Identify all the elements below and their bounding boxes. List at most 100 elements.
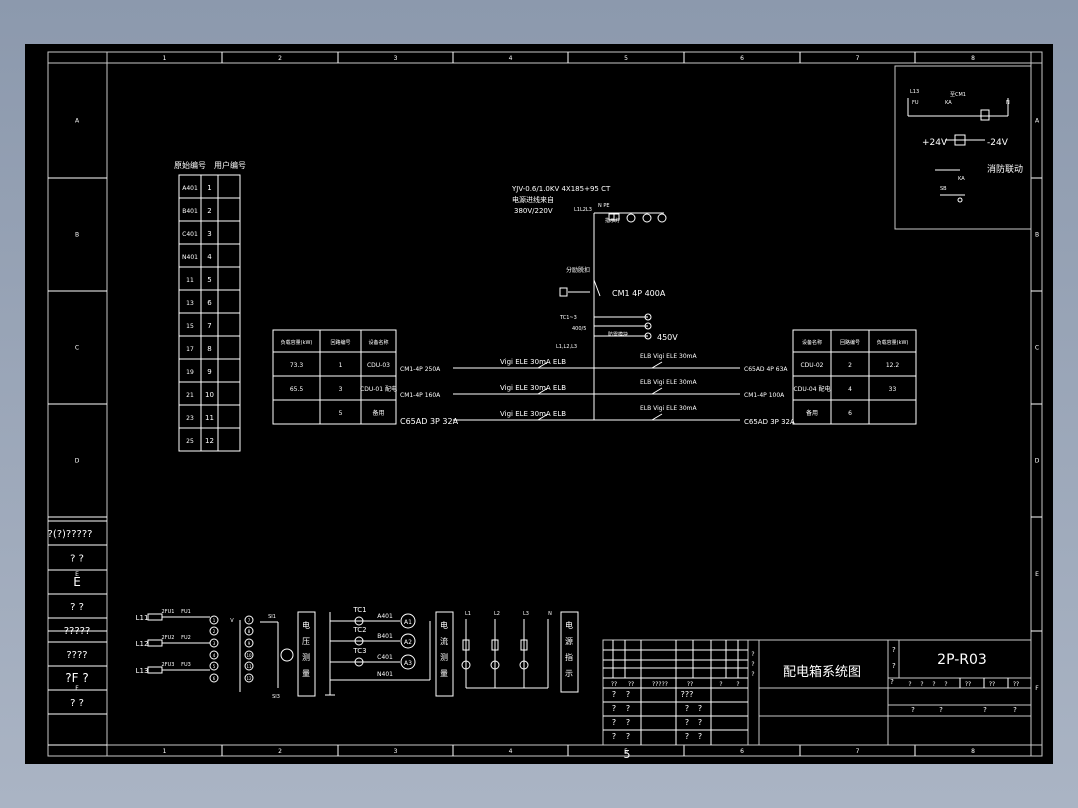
meter-terminal-label: 7 xyxy=(248,618,251,623)
ct-coil xyxy=(354,657,364,667)
load-cell: CDU-03 xyxy=(367,362,390,369)
col-label-top: 8 xyxy=(971,55,975,62)
shunt-trip-coil xyxy=(559,287,568,297)
lightning-label: 防雷模块 xyxy=(608,331,628,338)
row-label-right: F xyxy=(1035,685,1039,692)
meter-terminal-label: 10 xyxy=(246,653,252,658)
col-label-top: 5 xyxy=(624,55,628,62)
switch-top: SI1 xyxy=(268,614,276,620)
load-cell: 65.5 xyxy=(290,386,304,393)
load-header: 负载容量(kW) xyxy=(877,339,909,346)
strip-cell: ?(?)????? xyxy=(48,529,93,540)
title-right-head: ? xyxy=(908,681,911,688)
voltmeter xyxy=(280,648,294,662)
title-head: ?? xyxy=(687,681,693,688)
meter-terminal xyxy=(209,661,219,671)
left-rcd-3: Vigi ELE 30mA ELB xyxy=(500,410,566,418)
col-label-bottom: 3 xyxy=(394,748,398,755)
title-sign: ? xyxy=(612,704,616,713)
cable-spec: YJV-0.6/1.0KV 4X185+95 CT xyxy=(511,185,611,193)
current-box xyxy=(435,611,454,697)
shunt-coil-box xyxy=(980,109,990,121)
control-circuit: L13 N FU KA 至CM1 +24V -24V KA 消防联动 SB xyxy=(894,65,1032,230)
ct-coil xyxy=(354,636,364,646)
right-feeder-1: C65AD 4P 63A xyxy=(744,366,788,373)
indicator-lamp xyxy=(519,660,529,670)
title-sign: ? xyxy=(612,732,616,741)
num-user: 11 xyxy=(205,414,214,422)
row-label-left: D xyxy=(75,458,80,465)
strip-cell: ? ? xyxy=(70,698,84,709)
lamp-line-label: L1 xyxy=(465,611,471,617)
num-original: 21 xyxy=(186,392,194,399)
single-line-labels: YJV-0.6/1.0KV 4X185+95 CT 电源进线来自 380V/22… xyxy=(400,185,795,426)
num-original: 19 xyxy=(186,369,194,376)
ct-name: TC3 xyxy=(352,647,366,655)
title-sign: ? xyxy=(626,718,630,727)
col-label-top: 1 xyxy=(163,55,167,62)
load-cell: 备用 xyxy=(372,409,384,417)
load-cell: CDU-01 配电 xyxy=(360,385,397,393)
lamp-box-char: 示 xyxy=(565,669,573,678)
row-label-right: A xyxy=(1035,118,1040,125)
num-user: 6 xyxy=(207,299,212,307)
ctrl-ka: KA xyxy=(958,176,965,182)
indicator-fuse xyxy=(608,213,620,221)
indicator-lamp-l1 xyxy=(626,213,636,223)
title-side-mark: ? xyxy=(751,661,754,668)
drawing-background xyxy=(25,44,1053,764)
left-feeder-1: CM1-4P 250A xyxy=(400,366,441,373)
npe-label: N PE xyxy=(598,203,610,209)
current-box-char: 测 xyxy=(440,653,448,662)
num-user: 9 xyxy=(207,368,211,376)
col-label-bottom: 5 xyxy=(624,748,628,755)
lamp-fuse xyxy=(520,639,528,651)
title-sign: ? xyxy=(626,704,630,713)
ammeter-label: A2 xyxy=(404,639,412,646)
row-label-left: C xyxy=(75,345,79,352)
meter-terminal-label: 11 xyxy=(246,664,252,669)
row-label-left: F xyxy=(75,685,79,692)
voltage-box-char: 测 xyxy=(302,653,310,662)
ct-coil xyxy=(354,616,364,626)
drawing-number: 2P-R03 xyxy=(937,652,987,668)
meter-terminal-label: 4 xyxy=(213,653,216,658)
meter-terminal xyxy=(209,638,219,648)
load-header: 负载容量(kW) xyxy=(281,339,313,346)
load-cell: 备用 xyxy=(806,409,818,417)
title-sign: ? xyxy=(698,704,702,713)
meter-fuse-tag: FU1 xyxy=(181,609,191,615)
title-sign: ? xyxy=(685,718,689,727)
title-right-head: ? xyxy=(920,681,923,688)
col-label-bottom: 1 xyxy=(163,748,167,755)
row-label-left: E xyxy=(75,571,79,578)
title-right-head: ? xyxy=(944,681,947,688)
load-header: 设备名称 xyxy=(368,339,388,346)
current-box-char: 流 xyxy=(440,636,448,646)
num-original: 17 xyxy=(186,346,194,353)
load-table-border xyxy=(272,329,397,425)
meter-terminal-label: 12 xyxy=(246,676,252,681)
sheet-number: 5 xyxy=(624,748,631,761)
title-sign: ? xyxy=(685,732,689,741)
meter-terminal-label: 2 xyxy=(213,629,216,634)
title-head: ? xyxy=(719,681,722,688)
strip-cell: ? ? xyxy=(70,602,84,613)
load-header: 设备名称 xyxy=(802,339,822,346)
meter-fuse-tag: FU3 xyxy=(181,662,191,668)
meter-v-tag: V xyxy=(230,618,234,624)
lamp-box xyxy=(560,611,579,693)
meter-line-label: L13 xyxy=(136,667,149,675)
meter-fuse-tag: FU2 xyxy=(181,635,191,641)
row-label-left: B xyxy=(75,232,79,239)
title-right-head: ?? xyxy=(965,681,971,688)
current-box-char: 电 xyxy=(440,620,448,630)
meter-terminal xyxy=(244,650,254,660)
ctrl-k: KA xyxy=(945,100,952,106)
num-user: 3 xyxy=(207,230,211,238)
num-original: B401 xyxy=(182,208,198,215)
